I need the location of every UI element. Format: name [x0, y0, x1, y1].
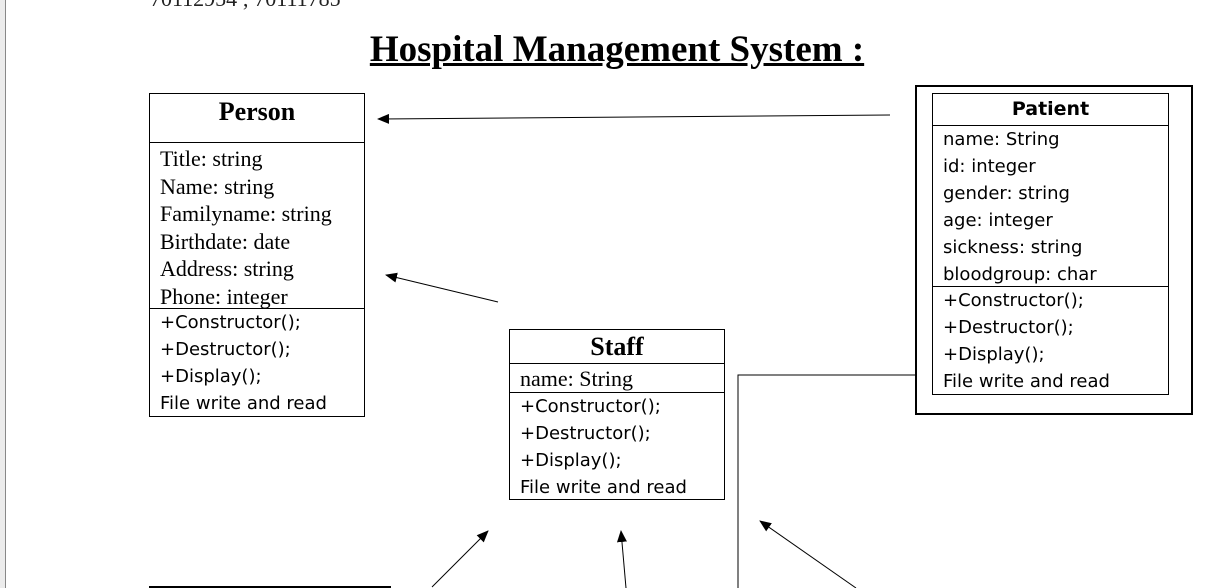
- arrow-patient-to-person: [377, 113, 891, 124]
- arrow-to-staff-right: [759, 520, 857, 588]
- patient-connector: [737, 374, 924, 588]
- class-name: Patient: [933, 94, 1168, 126]
- arrow-to-staff-center: [616, 530, 627, 588]
- class-name: Staff: [510, 330, 724, 364]
- class-patient: Patient name: String id: integer gender:…: [932, 93, 1169, 395]
- method: +Display();: [160, 366, 262, 387]
- method: +Constructor();: [160, 312, 301, 333]
- method: +Destructor();: [520, 423, 651, 444]
- method: File write and read: [520, 477, 687, 498]
- attribute: Title: string: [160, 146, 263, 171]
- method: +Destructor();: [160, 339, 291, 360]
- methods: +Constructor(); +Destructor(); +Display(…: [150, 309, 364, 417]
- methods: +Constructor(); +Destructor(); +Display(…: [510, 393, 724, 501]
- attributes: name: String id: integer gender: string …: [933, 126, 1168, 287]
- attribute: gender: string: [943, 183, 1070, 204]
- method: +Display();: [943, 344, 1045, 365]
- header-cut-text: 70112954 ; 70111785: [150, 0, 341, 12]
- attribute: sickness: string: [943, 237, 1083, 258]
- method: +Constructor();: [943, 290, 1084, 311]
- method: File write and read: [943, 371, 1110, 392]
- class-staff: Staff name: String +Constructor(); +Dest…: [509, 329, 725, 500]
- attribute: Address: string: [160, 256, 294, 281]
- attribute: Name: string: [160, 173, 275, 199]
- attribute: name: String: [943, 129, 1060, 150]
- method: +Display();: [520, 450, 622, 471]
- attribute: Familyname: string: [160, 201, 332, 226]
- page-margin: [0, 0, 6, 588]
- method: +Constructor();: [520, 396, 661, 417]
- class-name: Person: [150, 94, 364, 143]
- attribute: id: integer: [943, 156, 1036, 177]
- attribute: bloodgroup: char: [943, 264, 1097, 285]
- attribute: Phone: integer: [160, 283, 288, 309]
- method: +Destructor();: [943, 317, 1074, 338]
- arrow-staff-to-person: [385, 272, 499, 303]
- method: File write and read: [160, 393, 327, 414]
- attributes: Title: string Name: string Familyname: s…: [150, 143, 364, 309]
- arrow-to-staff-left: [431, 530, 489, 588]
- attribute: age: integer: [943, 210, 1053, 231]
- class-person: Person Title: string Name: string Family…: [149, 93, 365, 417]
- attributes: name: String: [510, 364, 724, 393]
- attribute: Birthdate: date: [160, 228, 291, 254]
- methods: +Constructor(); +Destructor(); +Display(…: [933, 287, 1168, 395]
- attribute: name: String: [520, 366, 634, 391]
- page-title: Hospital Management System :: [369, 29, 865, 70]
